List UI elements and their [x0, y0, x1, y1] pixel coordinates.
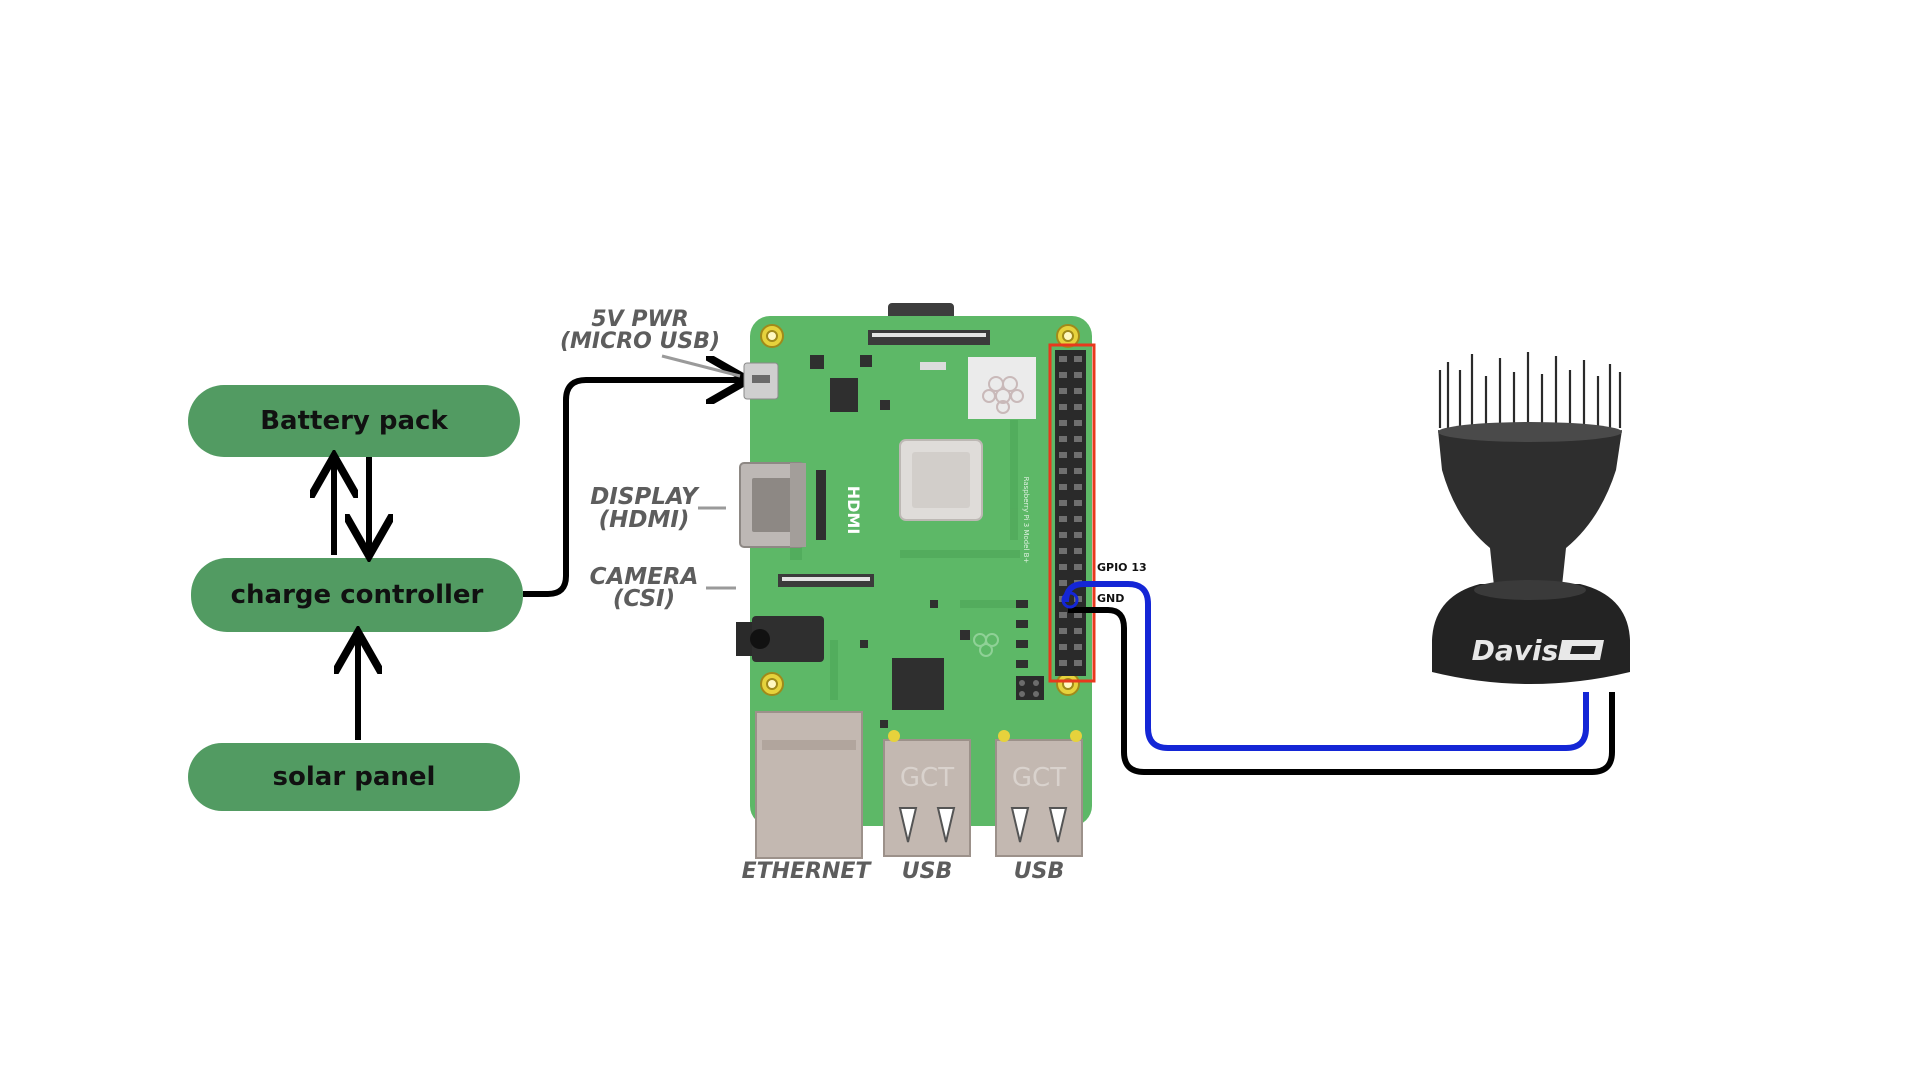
usb1-brand: GCT [900, 763, 954, 793]
ethernet-port [755, 711, 863, 859]
power-label-leader [661, 354, 741, 378]
usb-port-1: GCT [883, 739, 971, 857]
solar-panel-label: solar panel [272, 762, 436, 792]
solar-panel-box: solar panel [188, 743, 520, 811]
gnd-label: GND [1097, 592, 1124, 605]
ground-wire [1068, 607, 1615, 775]
display-label-line2: (HDMI) [599, 507, 690, 533]
gpio-header [1055, 350, 1086, 676]
mounting-holes [760, 324, 1080, 696]
davis-brand-text: Davis [1472, 634, 1559, 667]
battery-pack-box: Battery pack [188, 385, 520, 457]
raspberry-logo [982, 376, 1024, 414]
board-top-connector [888, 303, 954, 320]
battery-pack-label: Battery pack [260, 406, 448, 436]
gauge-spikes [1438, 352, 1622, 436]
power-label-line1: 5V PWR [591, 307, 688, 332]
display-label-line1: DISPLAY [590, 484, 700, 510]
usb1-label: USB [902, 859, 952, 884]
usb2-label: USB [1014, 859, 1064, 884]
power-label-line2: (MICRO USB) [560, 329, 720, 354]
audio-jack [736, 622, 756, 656]
gauge-funnel [1438, 430, 1622, 586]
camera-label-line1: CAMERA [590, 564, 699, 590]
usb-port-2: GCT [995, 739, 1083, 857]
gpio13-label: GPIO 13 [1097, 561, 1147, 574]
display-ribbon-connector [868, 330, 990, 345]
charge-controller-box: charge controller [191, 558, 523, 632]
hdmi-board-text: HDMI [844, 486, 863, 535]
charge-controller-label: charge controller [230, 580, 484, 610]
gpio-header-highlight [1048, 343, 1096, 683]
gpio13-pin-marker [1061, 591, 1079, 609]
camera-label-line2: (CSI) [613, 586, 675, 612]
davis-rain-gauge: Davis [1432, 352, 1630, 684]
power-cable [523, 380, 742, 597]
usb-lan-chip [892, 658, 944, 710]
raspberry-pi-board: HDMI Raspberry Pi 3 Model B+ [736, 303, 1096, 859]
gpio13-signal-wire [1063, 581, 1589, 751]
usb2-brand: GCT [1012, 763, 1066, 793]
ethernet-label: ETHERNET [742, 859, 873, 884]
gpio-pins [1059, 356, 1082, 666]
svg-text:Raspberry Pi 3 Model B+: Raspberry Pi 3 Model B+ [1022, 477, 1030, 564]
